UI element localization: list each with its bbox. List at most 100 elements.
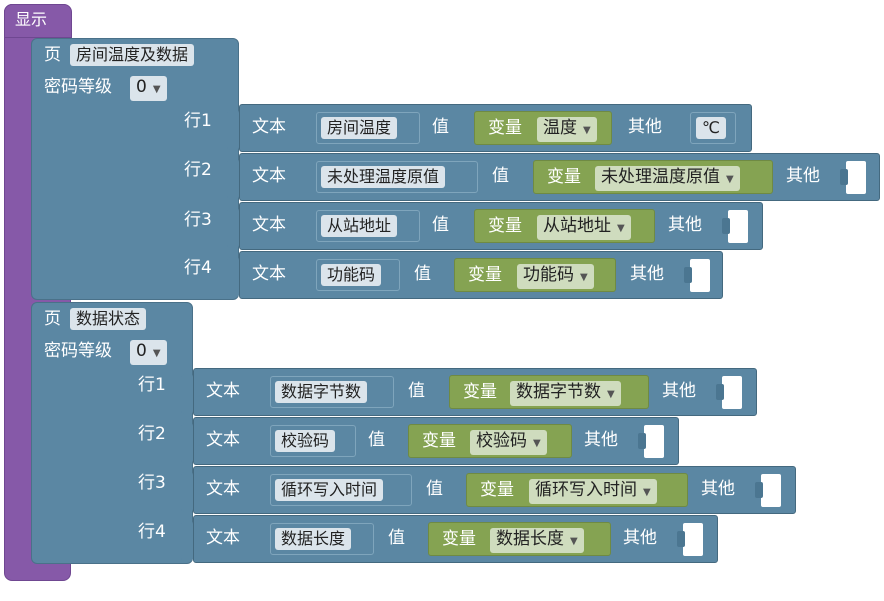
else-label: 其他 xyxy=(786,166,820,186)
value-label: 值 xyxy=(388,528,405,548)
variable-label: 变量 xyxy=(488,216,522,236)
variable-dropdown[interactable]: 未处理温度原值▼ xyxy=(595,166,740,191)
variable-dropdown[interactable]: 数据字节数▼ xyxy=(510,381,621,406)
password-level-dropdown[interactable]: 0▼ xyxy=(130,340,167,365)
variable-dropdown[interactable]: 校验码▼ xyxy=(470,430,547,455)
row-socket xyxy=(227,257,239,297)
dropdown-caret-icon: ▼ xyxy=(607,389,615,400)
else-label: 其他 xyxy=(628,117,662,137)
dropdown-caret-icon: ▼ xyxy=(570,536,578,547)
text-field[interactable]: 数据字节数 xyxy=(275,381,368,403)
else-label: 其他 xyxy=(701,479,735,499)
row-socket xyxy=(227,208,239,248)
slot-tab xyxy=(638,433,646,449)
row-socket xyxy=(227,110,239,150)
row-label: 行4 xyxy=(138,522,166,542)
text-label: 文本 xyxy=(206,381,240,401)
text-label: 文本 xyxy=(206,479,240,499)
row-label: 行3 xyxy=(184,210,212,230)
row-socket xyxy=(181,374,193,414)
else-empty-slot[interactable] xyxy=(690,259,710,292)
row-socket xyxy=(181,521,193,561)
dropdown-caret-icon: ▼ xyxy=(152,348,161,359)
text-label: 文本 xyxy=(252,264,286,284)
variable-dropdown[interactable]: 从站地址 ▼ xyxy=(537,215,631,240)
dropdown-caret-icon: ▼ xyxy=(152,84,161,95)
dropdown-caret-icon: ▼ xyxy=(583,125,591,136)
else-label: 其他 xyxy=(630,264,664,284)
slot-tab xyxy=(684,267,692,283)
variable-value: 功能码 xyxy=(523,265,574,285)
display-block-header[interactable] xyxy=(4,4,72,38)
password-level-label: 密码等级 xyxy=(44,341,112,361)
else-label: 其他 xyxy=(584,430,618,450)
text-field[interactable]: 功能码 xyxy=(321,264,382,286)
value-label: 值 xyxy=(432,117,449,137)
password-level-dropdown[interactable]: 0▼ xyxy=(130,76,167,101)
else-empty-slot[interactable] xyxy=(683,523,703,556)
text-label: 文本 xyxy=(252,215,286,235)
text-field[interactable]: 未处理温度原值 xyxy=(321,166,446,188)
password-level-value: 0 xyxy=(136,341,147,361)
variable-label: 变量 xyxy=(442,529,476,549)
text-field[interactable]: 数据长度 xyxy=(275,528,352,550)
row-label: 行1 xyxy=(184,111,212,131)
variable-label: 变量 xyxy=(468,265,502,285)
row-label: 行4 xyxy=(184,258,212,278)
else-empty-slot[interactable] xyxy=(728,210,748,243)
text-label: 文本 xyxy=(206,528,240,548)
text-label: 文本 xyxy=(206,430,240,450)
variable-dropdown[interactable]: 温度 ▼ xyxy=(537,117,597,142)
value-label: 值 xyxy=(414,264,431,284)
dropdown-caret-icon: ▼ xyxy=(643,487,651,498)
value-label: 值 xyxy=(368,430,385,450)
page-name-field[interactable]: 数据状态 xyxy=(70,308,147,330)
value-label: 值 xyxy=(426,479,443,499)
row-label: 行1 xyxy=(138,375,166,395)
dropdown-caret-icon: ▼ xyxy=(617,223,625,234)
else-label: 其他 xyxy=(623,528,657,548)
dropdown-caret-icon: ▼ xyxy=(580,272,588,283)
password-level-value: 0 xyxy=(136,77,147,97)
variable-value: 数据长度 xyxy=(496,529,564,549)
variable-label: 变量 xyxy=(463,382,497,402)
row-socket xyxy=(181,472,193,512)
row-label: 行3 xyxy=(138,473,166,493)
page-name-field[interactable]: 房间温度及数据 xyxy=(70,44,195,66)
text-field[interactable]: 房间温度 xyxy=(321,117,398,139)
else-empty-slot[interactable] xyxy=(846,161,866,194)
text-label: 文本 xyxy=(252,117,286,137)
variable-dropdown[interactable]: 功能码 ▼ xyxy=(517,264,594,289)
else-empty-slot[interactable] xyxy=(644,425,664,458)
slot-tab xyxy=(755,482,763,498)
page-label: 页 xyxy=(44,309,61,329)
display-block-title: 显示 xyxy=(15,10,48,29)
variable-dropdown[interactable]: 数据长度 ▼ xyxy=(490,528,584,553)
value-label: 值 xyxy=(492,166,509,186)
page-label: 页 xyxy=(44,45,61,65)
variable-value: 校验码 xyxy=(476,431,527,451)
slot-tab xyxy=(716,384,724,400)
password-level-label: 密码等级 xyxy=(44,77,112,97)
variable-dropdown[interactable]: 循环写入时间▼ xyxy=(529,479,657,504)
variable-value: 未处理温度原值 xyxy=(601,167,720,187)
text-field[interactable]: 从站地址 xyxy=(321,215,398,237)
text-label: 文本 xyxy=(252,166,286,186)
else-field[interactable]: ℃ xyxy=(696,117,726,139)
slot-tab xyxy=(722,218,730,234)
else-empty-slot[interactable] xyxy=(761,474,781,507)
value-label: 值 xyxy=(432,215,449,235)
row-socket xyxy=(181,423,193,463)
else-label: 其他 xyxy=(662,381,696,401)
slot-tab xyxy=(840,169,848,185)
slot-tab xyxy=(677,531,685,547)
variable-label: 变量 xyxy=(422,431,456,451)
text-field[interactable]: 校验码 xyxy=(275,430,336,452)
variable-label: 变量 xyxy=(480,480,514,500)
variable-value: 从站地址 xyxy=(543,216,611,236)
variable-value: 温度 xyxy=(543,118,577,138)
text-field[interactable]: 循环写入时间 xyxy=(275,479,384,501)
row-label: 行2 xyxy=(138,424,166,444)
else-empty-slot[interactable] xyxy=(722,376,742,409)
row-socket xyxy=(227,159,239,199)
